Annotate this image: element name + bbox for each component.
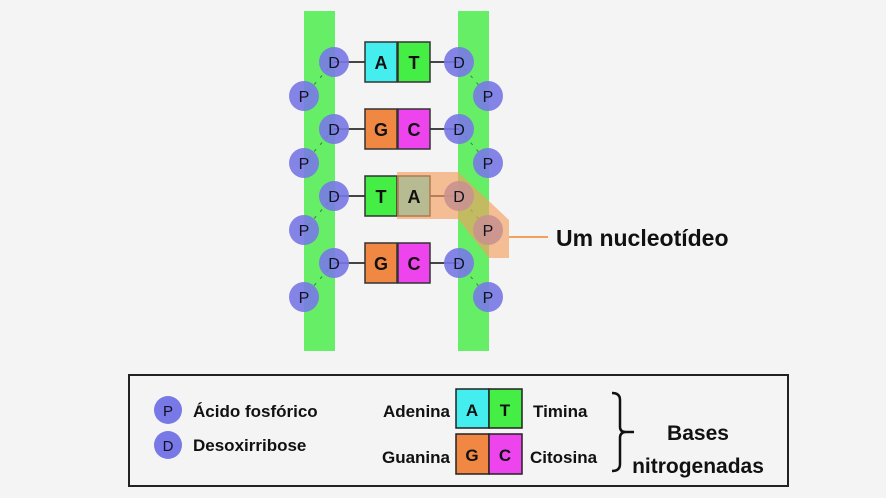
base-C (397, 242, 431, 284)
phosphate-symbol: P (299, 223, 310, 240)
phosphate-label: Ácido fosfórico (193, 402, 318, 421)
sugar-symbol: D (453, 55, 465, 72)
phosphate-symbol: P (299, 290, 310, 307)
phosphate-symbol: P (483, 290, 494, 307)
base-letter: A (408, 187, 421, 207)
bases-label-2: nitrogenadas (632, 455, 764, 478)
phosphate-symbol: P (483, 156, 494, 173)
thymine-box (488, 388, 523, 429)
sugar-icon (444, 114, 474, 144)
callout-label: Um nucleotídeo (556, 225, 729, 251)
base-T (397, 41, 431, 83)
sugar-label: Desoxirribose (193, 436, 306, 455)
sugar-symbol: D (328, 122, 340, 139)
cytosine-box (488, 433, 523, 475)
phosphate-icon (289, 215, 319, 245)
legend: P Ácido fosfórico D Desoxirribose Adenin… (128, 374, 789, 487)
phosphate-symbol: P (299, 89, 310, 106)
base-G (364, 108, 398, 150)
sugar-icon (444, 248, 474, 278)
base-letter: G (374, 120, 388, 140)
phosphate-icon (154, 396, 182, 424)
adenine-label: Adenina (383, 402, 451, 421)
sugar-symbol: D (453, 122, 465, 139)
base-G (364, 242, 398, 284)
sugar-symbol: D (328, 256, 340, 273)
base-pairs (289, 41, 503, 312)
base-letter: A (375, 53, 388, 73)
base-letter: C (408, 254, 421, 274)
phosphate-icon (289, 282, 319, 312)
phosphate-icon (289, 148, 319, 178)
sugar-icon (319, 47, 349, 77)
phosphate-symbol: P (163, 403, 173, 420)
thymine-label: Timina (533, 402, 588, 421)
base-letter: G (374, 254, 388, 274)
cytosine-label: Citosina (530, 448, 598, 467)
sugar-icon (319, 248, 349, 278)
base-letter: T (376, 187, 387, 207)
g-letter: G (465, 446, 478, 465)
nucleotide-highlight (397, 172, 509, 258)
phosphate-icon (473, 148, 503, 178)
c-letter: C (499, 446, 511, 465)
phosphate-symbol: P (483, 89, 494, 106)
bracket (611, 391, 634, 473)
sugar-icon (444, 47, 474, 77)
a-letter: A (466, 401, 478, 420)
phosphate-symbol: P (299, 156, 310, 173)
phosphate-icon (473, 81, 503, 111)
sugar-symbol: D (163, 438, 174, 455)
sugar-symbol: D (328, 55, 340, 72)
phosphate-symbol: P (483, 223, 494, 240)
t-letter: T (500, 401, 511, 420)
adenine-box (455, 388, 490, 429)
sugar-icon (319, 181, 349, 211)
bases-label-1: Bases (667, 422, 729, 445)
guanine-box (455, 433, 490, 475)
sugar-icon (154, 431, 182, 459)
sugar-symbol: D (453, 256, 465, 273)
phosphate-icon (473, 282, 503, 312)
base-T (364, 175, 398, 217)
phosphate-icon (289, 81, 319, 111)
guanine-label: Guanina (382, 448, 451, 467)
sugar-symbol: D (453, 189, 465, 206)
base-letter: C (408, 120, 421, 140)
base-C (397, 108, 431, 150)
base-letter: T (409, 53, 420, 73)
sugar-icon (319, 114, 349, 144)
base-A (364, 41, 398, 83)
sugar-symbol: D (328, 189, 340, 206)
